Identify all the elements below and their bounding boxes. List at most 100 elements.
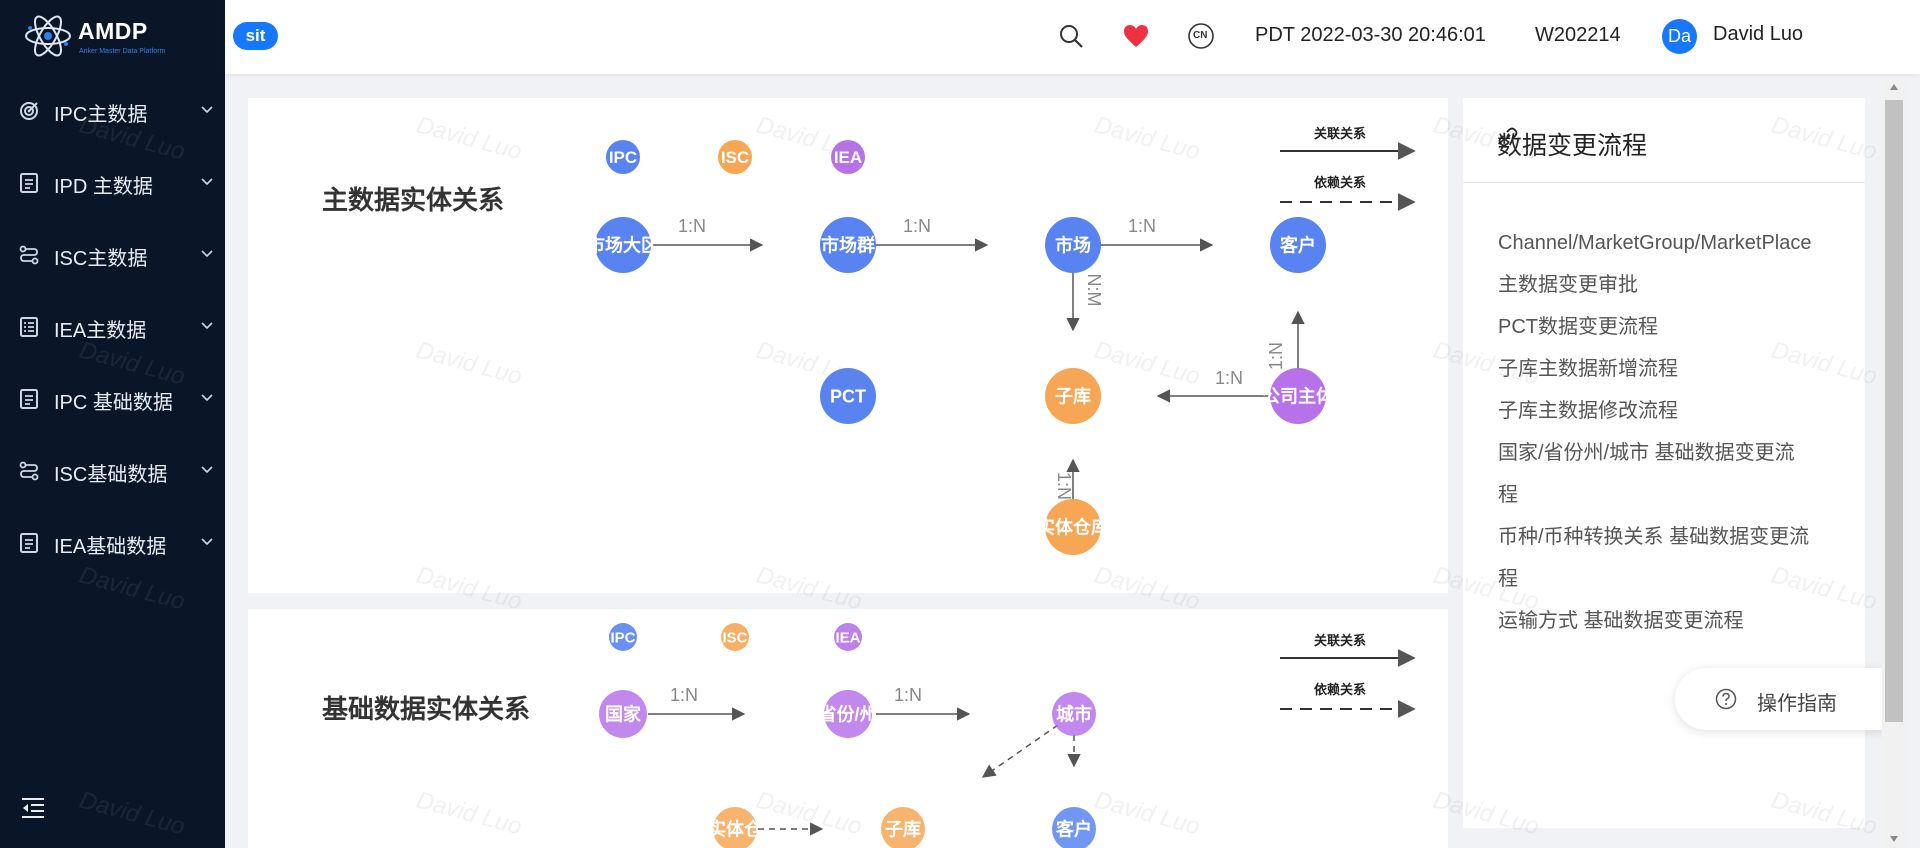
entity-node-circle — [1270, 217, 1326, 273]
entity-node: 国家 — [599, 690, 647, 738]
entity-node: 子库 — [1045, 368, 1101, 424]
entity-node-circle — [718, 140, 752, 174]
entity-node-label: 国家 — [605, 703, 642, 724]
data-change-flow-panel: 数据变更流程 Channel/MarketGroup/MarketPlace 主… — [1463, 98, 1865, 828]
flow-link[interactable]: 主数据变更审批 — [1498, 274, 1638, 296]
scroll-thumb[interactable] — [1885, 100, 1903, 722]
atom-logo-icon — [25, 15, 71, 57]
chevron-down-icon — [201, 394, 213, 402]
entity-node-label: 客户 — [1056, 818, 1092, 839]
entity-node-circle — [831, 140, 865, 174]
entity-node-label: 城市 — [1056, 703, 1092, 724]
language-label: CN — [1193, 30, 1208, 41]
menu-collapse-icon[interactable] — [20, 796, 46, 820]
entity-node-circle — [1045, 217, 1101, 273]
document-icon — [20, 533, 38, 553]
avatar[interactable]: Da — [1662, 19, 1697, 54]
legend-dep-label: 依赖关系 — [1314, 175, 1366, 190]
language-switch[interactable]: CN — [1187, 22, 1215, 50]
sidebar-item-iea-master[interactable]: IEA主数据 — [0, 296, 225, 356]
heart-icon[interactable] — [1122, 22, 1150, 50]
side-panel-title: 数据变更流程 — [1497, 126, 1647, 162]
username[interactable]: David Luo — [1713, 23, 1804, 45]
entity-node-circle — [820, 217, 876, 273]
route-icon — [19, 461, 39, 481]
cardinality-label: 1:N — [1215, 368, 1243, 388]
entity-node: IEA — [834, 623, 862, 651]
legend-dep-label: 依赖关系 — [1314, 682, 1366, 697]
app-name: AMDP — [78, 18, 148, 44]
panel-title: 主数据实体关系 — [322, 185, 505, 215]
top-header: sit CN PDT 2022-03-30 20:46:01 W202214 D… — [225, 0, 1920, 74]
flow-link[interactable]: 国家/省份州/城市 基础数据变更流 — [1498, 442, 1795, 464]
flow-list: Channel/MarketGroup/MarketPlace 主数据变更审批 … — [1498, 222, 1848, 642]
entity-node: 公司主体 — [1262, 368, 1335, 424]
entity-node-circle — [881, 807, 925, 848]
entity-node-label: 公司主体 — [1262, 385, 1335, 406]
document-icon — [20, 173, 38, 193]
entity-node-circle — [1045, 368, 1101, 424]
flow-link[interactable]: 子库主数据修改流程 — [1498, 400, 1678, 422]
sidebar-item-label: ISC主数据 — [54, 248, 148, 270]
sidebar-item-isc-base[interactable]: ISC基础数据 — [0, 440, 225, 500]
side-panel-title-text: 数据变更流程 — [1497, 132, 1648, 160]
entity-node-label: 市场群 — [821, 234, 875, 255]
entity-node-circle — [1052, 692, 1096, 736]
chevron-down-icon — [201, 250, 213, 258]
sidebar-item-ipc-base[interactable]: IPC 基础数据 — [0, 368, 225, 428]
search-icon[interactable] — [1057, 22, 1085, 50]
entity-node-circle — [595, 217, 651, 273]
entity-node-circle — [834, 623, 862, 651]
relation-arrow — [981, 724, 1059, 778]
page-scrollbar[interactable] — [1882, 80, 1906, 848]
entity-node-circle — [713, 807, 757, 848]
entity-node: 客户 — [1052, 807, 1096, 848]
sidebar-item-iea-base[interactable]: IEA基础数据 — [0, 512, 225, 572]
cardinality-label: 1:N — [1054, 472, 1074, 500]
legend-link-label: 关联关系 — [1314, 126, 1366, 141]
sidebar-item-isc-master[interactable]: ISC主数据 — [0, 224, 225, 284]
flow-link[interactable]: 程 — [1498, 484, 1518, 506]
entity-node-label: 市场 — [1055, 234, 1091, 255]
entity-node: 省份/州 — [817, 690, 878, 738]
entity-node-label: IPC — [609, 148, 637, 167]
entity-node-circle — [599, 690, 647, 738]
datetime-display: PDT 2022-03-30 20:46:01 — [1255, 24, 1486, 46]
entity-node: 实体仓 — [708, 807, 763, 848]
chevron-down-icon — [201, 178, 213, 186]
entity-node-circle — [609, 623, 637, 651]
app-logo[interactable]: AMDP Anker Master Data Platform — [22, 10, 212, 66]
entity-node-label: PCT — [830, 386, 866, 406]
entity-node: 实体仓库 — [1037, 499, 1109, 555]
entity-node: 子库 — [881, 807, 925, 848]
scroll-up-icon[interactable] — [1889, 82, 1899, 92]
entity-node-label: 实体仓 — [708, 818, 763, 839]
sidebar: AMDP Anker Master Data Platform IPC主数据 I… — [0, 0, 225, 848]
cardinality-label: 1:N — [670, 685, 698, 705]
sidebar-item-label: IEA基础数据 — [54, 536, 167, 558]
flow-link[interactable]: 子库主数据新增流程 — [1498, 358, 1678, 380]
entity-node-label: 实体仓库 — [1037, 516, 1109, 537]
flow-link[interactable]: Channel/MarketGroup/MarketPlace — [1498, 232, 1812, 254]
cardinality-label: 1:N — [903, 216, 931, 236]
flow-link[interactable]: 币种/币种转换关系 基础数据变更流 — [1498, 526, 1810, 548]
entity-node-label: 子库 — [1055, 385, 1091, 406]
cardinality-label: 1:N — [1128, 216, 1156, 236]
entity-node-circle — [820, 368, 876, 424]
flow-link[interactable]: 程 — [1498, 568, 1518, 590]
language-icon — [1188, 23, 1214, 49]
flow-link[interactable]: 运输方式 基础数据变更流程 — [1498, 610, 1744, 632]
list-icon — [20, 317, 38, 337]
sidebar-item-ipc-master[interactable]: IPC主数据 — [0, 80, 225, 140]
entity-node: IPC — [609, 623, 637, 651]
entity-node: IPC — [606, 140, 640, 174]
chevron-down-icon — [201, 538, 213, 546]
operation-guide-button[interactable]: 操作指南 — [1675, 668, 1885, 730]
sidebar-item-ipd-master[interactable]: IPD 主数据 — [0, 152, 225, 212]
scroll-down-icon[interactable] — [1889, 834, 1899, 844]
flow-link[interactable]: PCT数据变更流程 — [1498, 316, 1658, 338]
entity-node: 市场群 — [820, 217, 876, 273]
sidebar-item-label: ISC基础数据 — [54, 464, 168, 486]
target-icon — [20, 102, 38, 120]
